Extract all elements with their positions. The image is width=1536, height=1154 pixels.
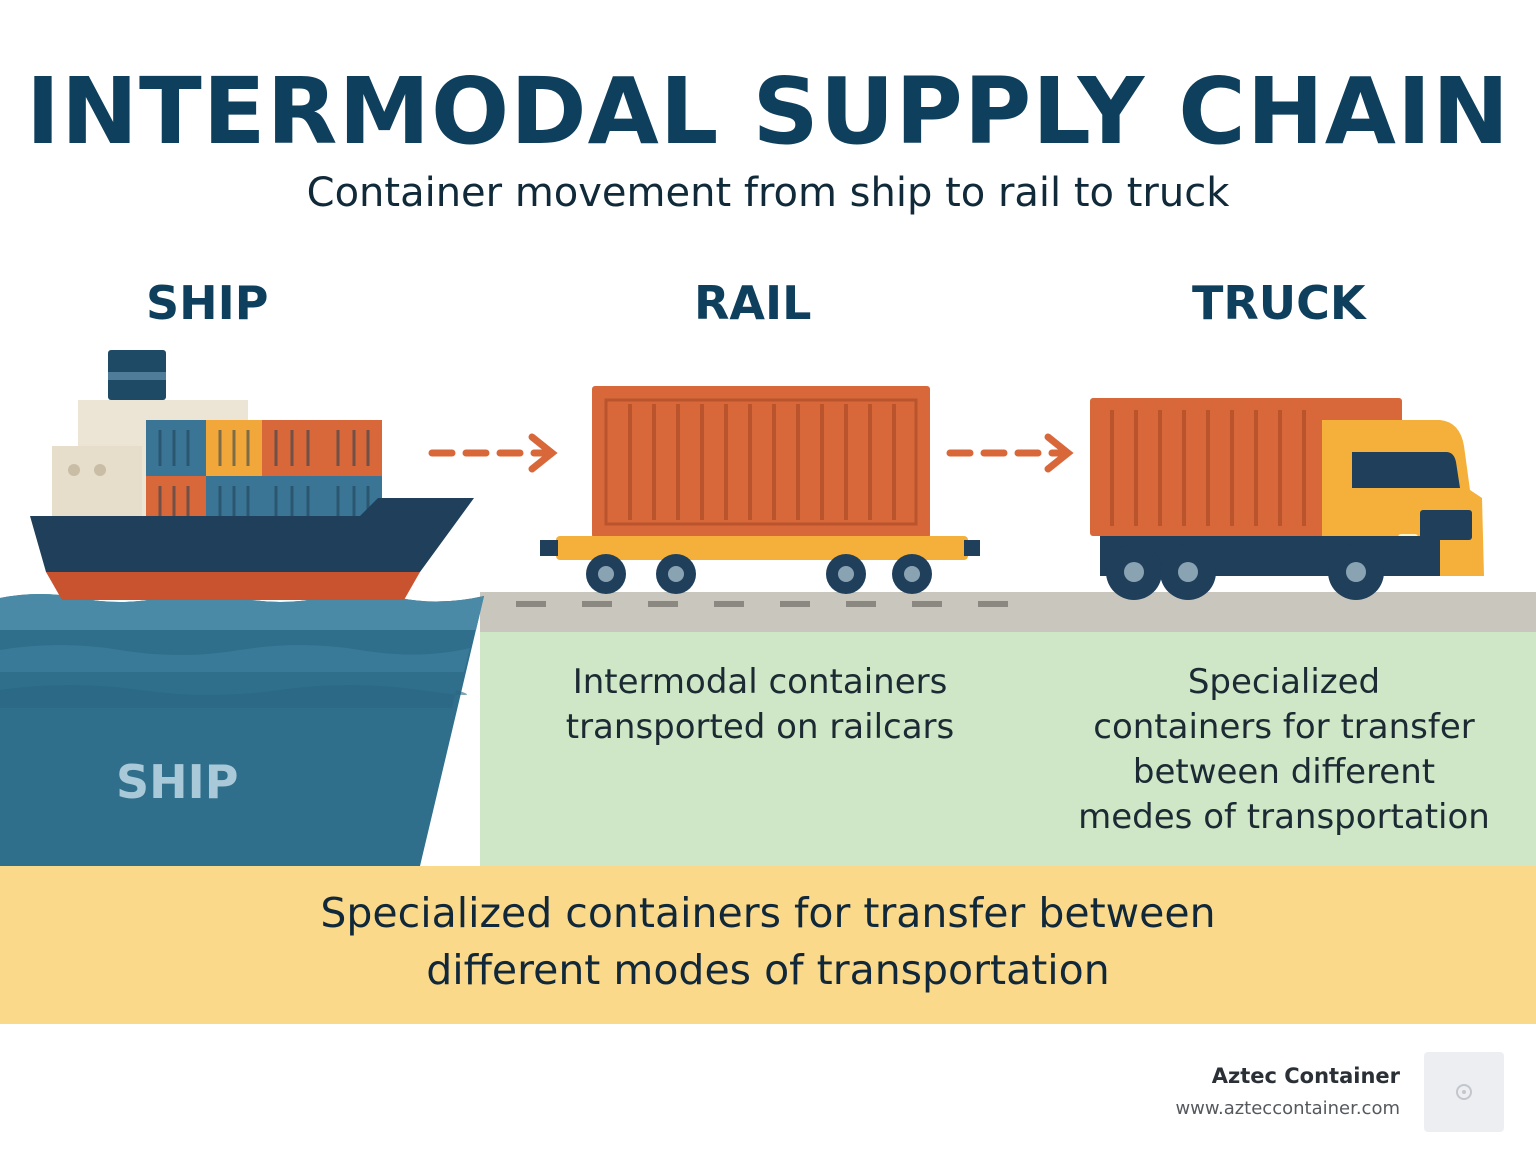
logo-icon — [1456, 1084, 1472, 1100]
truck-description-line: containers for transfer — [1093, 707, 1475, 747]
water — [0, 594, 484, 866]
page-title: INTERMODAL SUPPLY CHAIN — [25, 58, 1511, 165]
truck-icon — [1090, 398, 1484, 600]
rail-description-line: Intermodal containers — [572, 662, 948, 702]
truck-description: Specialized containers for transfer betw… — [1064, 660, 1504, 840]
banner-text: Specialized containers for transfer betw… — [0, 885, 1536, 999]
truck-description-line: between different — [1132, 752, 1436, 792]
truck-description-line: Specialized — [1187, 662, 1381, 702]
arrow-right-icon — [428, 433, 558, 473]
mode-label-truck: TRUCK — [1192, 276, 1366, 330]
banner-line: different modes of transportation — [426, 946, 1110, 994]
footer-url[interactable]: www.azteccontainer.com — [1175, 1098, 1400, 1119]
mode-label-rail: RAIL — [694, 276, 812, 330]
green-panel — [480, 630, 1536, 866]
rail-description: Intermodal containers transported on rai… — [540, 660, 980, 750]
track-dashes — [516, 601, 1008, 607]
bottom-banner — [0, 866, 1536, 1024]
rail-description-line: transported on railcars — [565, 707, 955, 747]
ship-icon — [30, 350, 474, 600]
mode-label-ship: SHIP — [146, 276, 269, 330]
footer-company-name: Aztec Container — [1211, 1064, 1400, 1088]
water-label: SHIP — [116, 755, 239, 809]
company-logo[interactable] — [1424, 1052, 1504, 1132]
page-subtitle: Container movement from ship to rail to … — [306, 170, 1230, 216]
truck-description-line: medes of transportation — [1078, 797, 1490, 837]
banner-line: Specialized containers for transfer betw… — [320, 889, 1216, 937]
rail-road-strip — [480, 592, 1536, 632]
arrow-right-icon — [946, 433, 1074, 473]
railcar-icon — [540, 386, 980, 594]
